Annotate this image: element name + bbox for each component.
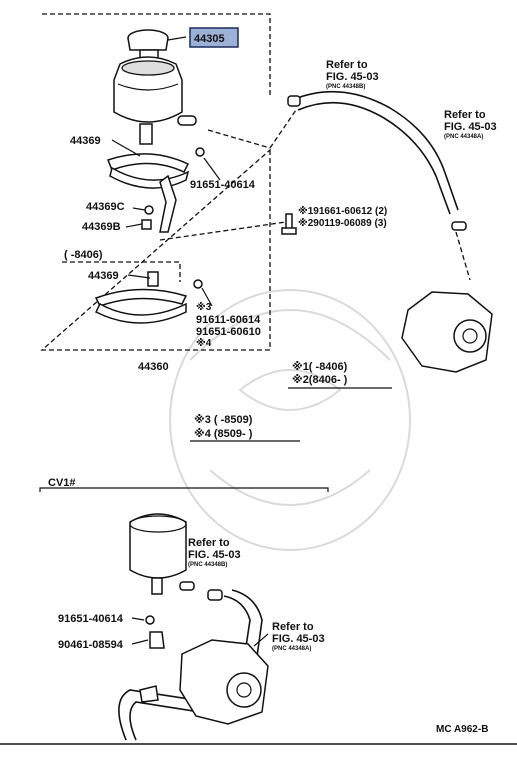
- leader-90461: [131, 639, 149, 645]
- svg-text:FIG. 45-03: FIG. 45-03: [272, 633, 325, 645]
- bracket-44369-top: [107, 147, 205, 233]
- svg-text:※3 ( -8509): ※3 ( -8509): [194, 414, 253, 426]
- leader-lines-upper: [111, 36, 297, 307]
- cv1-bracket: [39, 487, 329, 492]
- label-note3: ※3: [196, 301, 212, 313]
- refer-block-4[interactable]: Refer to FIG. 45-03 (PNC 44348A): [272, 621, 325, 652]
- label-91651-40614-a: 91651-40614: [190, 179, 256, 191]
- bracket-44369-lower: [94, 271, 203, 324]
- label-44369b: 44369B: [82, 221, 121, 233]
- label-bolt-1: ※191661-60612 (2): [298, 205, 387, 217]
- label-44360: 44360: [138, 361, 169, 373]
- svg-text:44305: 44305: [194, 33, 225, 45]
- leader-91651-c: [131, 617, 145, 621]
- legend-notes-1-2: ※1( -8406) ※2(8406- ): [288, 361, 392, 389]
- label-91651-40614-c: 91651-40614: [58, 613, 124, 625]
- svg-text:FIG. 45-03: FIG. 45-03: [444, 121, 497, 133]
- reservoir-tank-lower: [129, 513, 195, 595]
- leader-ref4: [253, 633, 269, 647]
- reservoir-tank-top: [113, 29, 197, 145]
- refer-block-1[interactable]: Refer to FIG. 45-03 (PNC 44348B): [326, 59, 379, 90]
- svg-text:(PNC 44348B): (PNC 44348B): [326, 84, 365, 90]
- label-44369-top: 44369: [70, 135, 101, 147]
- svg-text:(PNC 44348A): (PNC 44348A): [444, 134, 483, 140]
- svg-text:Refer to: Refer to: [444, 109, 486, 121]
- svg-text:※4 (8509- ): ※4 (8509- ): [194, 428, 253, 440]
- bolt-icon: [281, 213, 297, 235]
- label-91611-60614: 91611-60614: [196, 314, 261, 326]
- diagram-id: MC A962-B: [436, 724, 488, 735]
- label-note4: ※4: [196, 337, 212, 349]
- svg-text:(PNC 44348B): (PNC 44348B): [188, 562, 227, 568]
- label-cv1: CV1#: [48, 477, 76, 489]
- legend-notes-3-4: ※3 ( -8509) ※4 (8509- ): [190, 414, 300, 442]
- label-range-8406: ( -8406): [64, 249, 103, 261]
- svg-text:Refer to: Refer to: [272, 621, 314, 633]
- svg-text:Refer to: Refer to: [326, 59, 368, 71]
- part-44305-highlight[interactable]: 44305: [189, 27, 239, 48]
- dashed-leader-bracket-group: [62, 261, 181, 282]
- svg-text:※1( -8406): ※1( -8406): [292, 361, 348, 373]
- watermark-emblem: [169, 289, 411, 551]
- assembly-box-44360: [40, 13, 271, 351]
- label-44369-lower: 44369: [88, 270, 119, 282]
- label-44369c: 44369C: [86, 201, 125, 213]
- svg-text:Refer to: Refer to: [188, 537, 230, 549]
- refer-block-2[interactable]: Refer to FIG. 45-03 (PNC 44348A): [444, 109, 497, 140]
- pump-lower: [139, 615, 269, 725]
- label-91651-60610: 91651-60610: [196, 326, 261, 338]
- svg-text:FIG. 45-03: FIG. 45-03: [188, 549, 241, 561]
- svg-text:FIG. 45-03: FIG. 45-03: [326, 71, 379, 83]
- hose-upper: [287, 90, 471, 281]
- label-90461-08594: 90461-08594: [58, 639, 124, 651]
- pump-upper: [401, 291, 493, 373]
- svg-text:※2(8406- ): ※2(8406- ): [292, 374, 348, 386]
- label-bolt-2: ※290119-06089 (3): [298, 217, 387, 229]
- svg-text:(PNC 44348A): (PNC 44348A): [272, 646, 311, 652]
- refer-block-3[interactable]: Refer to FIG. 45-03 (PNC 44348B): [188, 537, 241, 568]
